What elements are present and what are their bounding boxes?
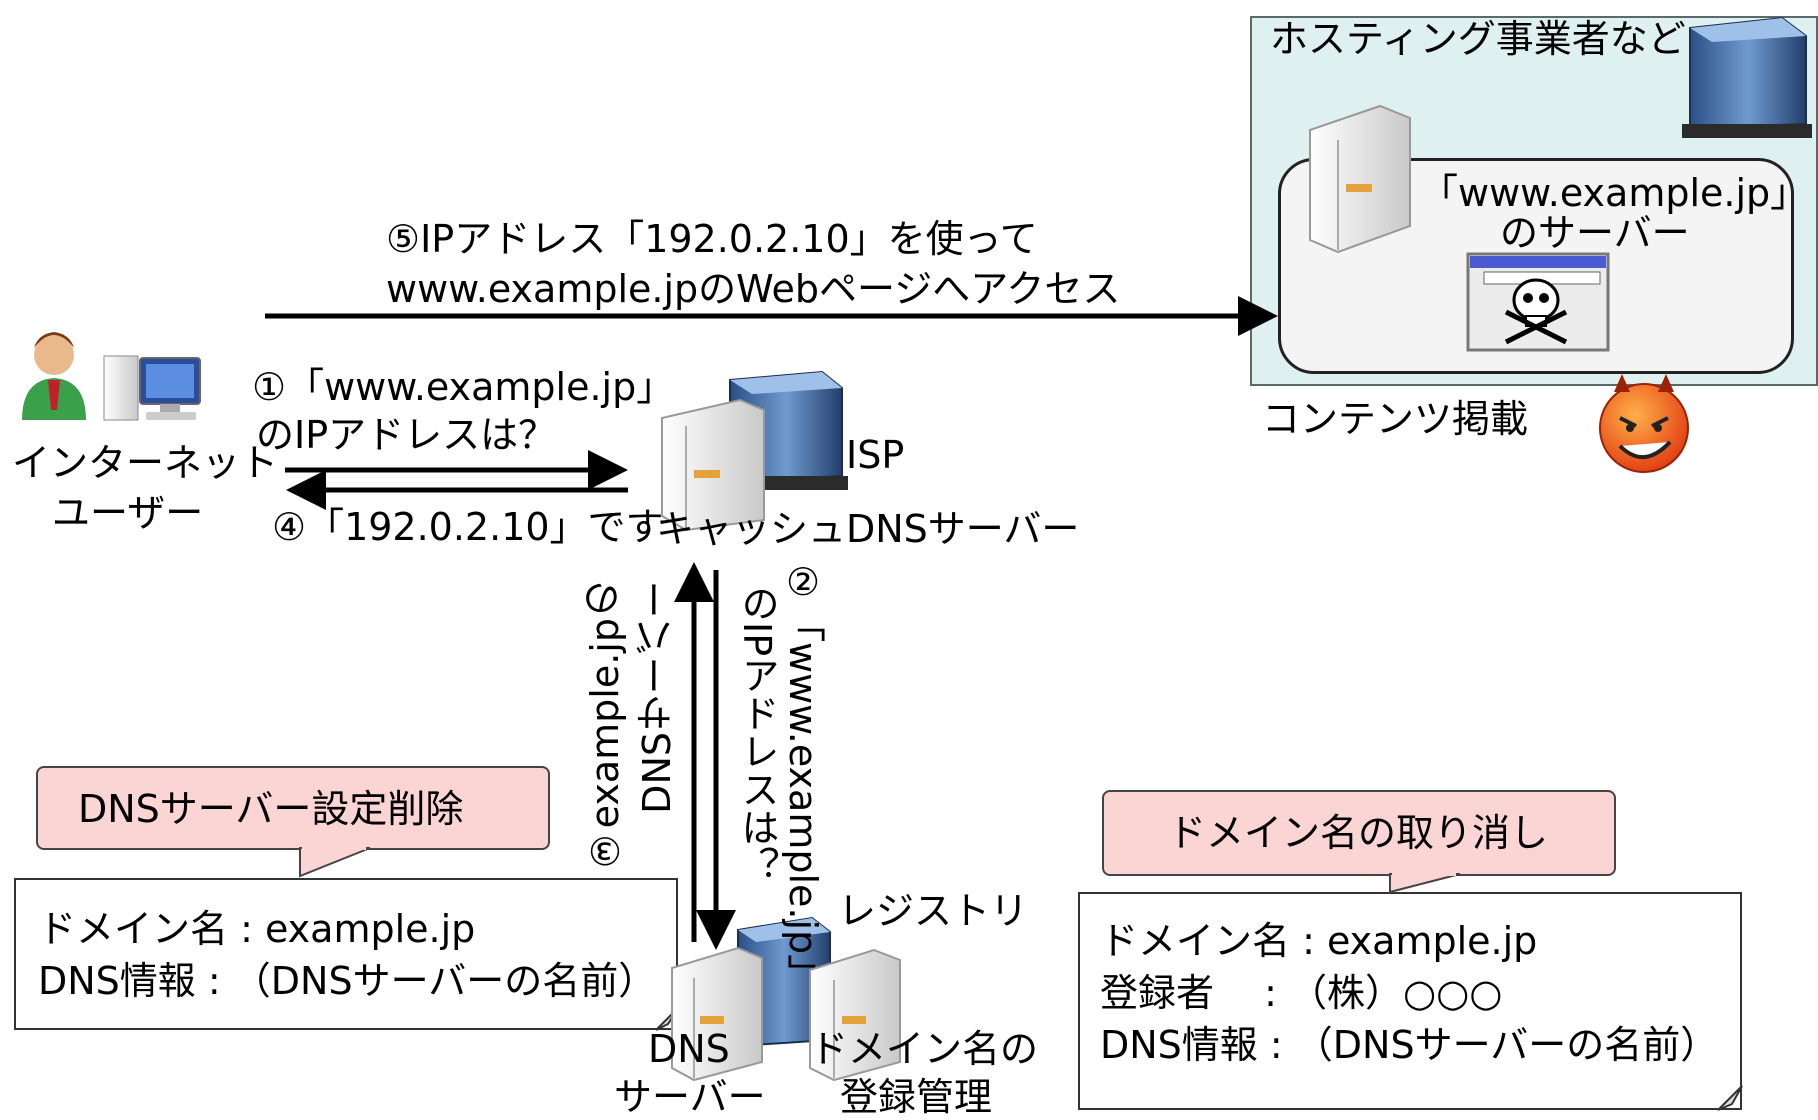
server-label-2: のサーバー <box>1500 211 1690 255</box>
note-left-line2: DNS情報 : （DNSサーバーの名前） <box>38 959 657 1003</box>
user-label-2: ユーザー <box>52 491 204 535</box>
hosting-label: ホスティング事業者など <box>1270 17 1686 61</box>
callout-left-title: DNSサーバー設定削除 <box>78 787 464 831</box>
note-right-line3: DNS情報 : （DNSサーバーの名前） <box>1100 1023 1719 1067</box>
note-left-line1: ドメイン名 : example.jp <box>38 907 476 951</box>
domain-registration-label-1: ドメイン名の <box>810 1027 1039 1071</box>
domain-registration-server-icon <box>809 948 901 1082</box>
note-domain-info <box>1078 892 1742 1110</box>
note-right-line1: ドメイン名 : example.jp <box>1100 919 1538 963</box>
domain-registration-label-2: 登録管理 <box>840 1075 993 1119</box>
devil-icon <box>1599 374 1689 473</box>
callout-tail-left <box>299 847 371 878</box>
isp-label: ISP <box>846 433 905 477</box>
user-computer-icon <box>103 355 201 421</box>
hosting-building-icon <box>1682 16 1812 138</box>
step2-line1: ②「www.example.jp」 <box>781 560 825 993</box>
dns-server-icon <box>671 946 763 1082</box>
step5-line1: ⑤IPアドレス「192.0.2.10」を使って <box>386 217 1038 261</box>
cache-dns-label: キャッシュDNSサーバー <box>656 507 1080 551</box>
user-label-1: インターネット <box>12 441 279 485</box>
step1-line2: のIPアドレスは？ <box>256 413 557 457</box>
content-posted-label: コンテンツ掲載 <box>1262 397 1529 441</box>
isp-server-icon <box>661 398 765 532</box>
note-dns-info <box>14 878 678 1030</box>
note-right-line2: 登録者 : （株）○○○ <box>1100 971 1503 1015</box>
user-person-icon <box>22 332 86 420</box>
step2-line2: のIPアドレスは？ <box>735 584 779 885</box>
callout-tail-right <box>1389 873 1461 894</box>
note-fold-right <box>1717 1085 1743 1111</box>
step4-label: ④「192.0.2.10」です <box>272 505 664 549</box>
step5-line2: www.example.jpのWebページへアクセス <box>386 267 1121 311</box>
callout-dns-delete <box>36 766 550 850</box>
callout-domain-cancel <box>1102 790 1616 876</box>
step3-line2: ③example.jpの <box>583 580 627 873</box>
web-server-icon <box>1309 104 1411 254</box>
step1-line1: ①「www.example.jp」 <box>252 365 675 409</box>
malicious-page-icon <box>1466 252 1610 352</box>
server-label-1: 「www.example.jp」 <box>1420 171 1809 215</box>
step3-line1: DNSサーバー <box>635 580 679 814</box>
dns-server-label-2: サーバー <box>614 1075 766 1119</box>
dns-server-label-1: DNS <box>648 1027 730 1071</box>
callout-right-title: ドメイン名の取り消し <box>1168 811 1549 855</box>
registry-label: レジストリ <box>838 889 1029 933</box>
